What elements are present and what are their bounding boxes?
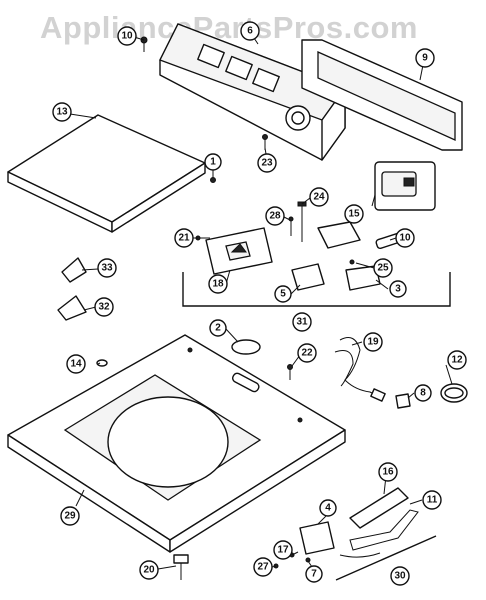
svg-text:5: 5 xyxy=(280,289,286,300)
callout-20: 20 xyxy=(139,560,159,580)
svg-text:30: 30 xyxy=(394,571,406,582)
clip-3-part xyxy=(345,265,381,291)
callout-6: 6 xyxy=(240,21,260,41)
switch-4-part xyxy=(299,521,335,555)
callout-1: 1 xyxy=(204,153,222,171)
svg-text:29: 29 xyxy=(64,511,76,522)
svg-text:2: 2 xyxy=(215,323,221,334)
hinge-2-part xyxy=(231,339,261,355)
svg-text:6: 6 xyxy=(247,26,253,37)
callout-10-top: 10 xyxy=(117,26,137,46)
svg-text:32: 32 xyxy=(98,302,110,313)
callout-32: 32 xyxy=(94,297,114,317)
callout-17: 17 xyxy=(273,540,293,560)
callout-25: 25 xyxy=(373,258,393,278)
callout-28: 28 xyxy=(265,206,285,226)
svg-text:7: 7 xyxy=(311,569,317,580)
group-31-bracket xyxy=(182,272,451,307)
callout-15: 15 xyxy=(344,204,364,224)
svg-text:17: 17 xyxy=(277,545,289,556)
svg-text:19: 19 xyxy=(367,337,379,348)
svg-text:11: 11 xyxy=(427,495,438,506)
svg-text:10: 10 xyxy=(399,233,411,244)
svg-text:28: 28 xyxy=(269,211,281,222)
leader-lines xyxy=(69,31,453,570)
rod-11-part xyxy=(349,509,419,551)
switch-block-part xyxy=(317,221,361,249)
bracket-16-part xyxy=(349,487,409,529)
bulb-14-part xyxy=(96,359,108,367)
svg-text:33: 33 xyxy=(101,263,113,274)
callout-18: 18 xyxy=(208,274,228,294)
callout-10: 10 xyxy=(395,228,415,248)
svg-text:22: 22 xyxy=(301,348,313,359)
power-cord-part xyxy=(334,337,386,402)
leveling-leg-20-part xyxy=(173,554,189,580)
svg-text:8: 8 xyxy=(420,388,426,399)
svg-text:21: 21 xyxy=(178,233,190,244)
callout-13: 13 xyxy=(52,102,72,122)
svg-text:1: 1 xyxy=(210,157,216,168)
svg-text:18: 18 xyxy=(212,279,224,290)
svg-text:9: 9 xyxy=(422,53,428,64)
lid-switch-part xyxy=(374,161,436,211)
foot-32-part xyxy=(57,295,87,321)
main-top-part xyxy=(7,334,346,553)
callout-21: 21 xyxy=(174,228,194,248)
callout-31: 31 xyxy=(292,312,312,332)
svg-text:15: 15 xyxy=(348,209,360,220)
svg-text:24: 24 xyxy=(313,192,325,203)
switch-5-part xyxy=(291,263,325,291)
svg-text:12: 12 xyxy=(451,355,463,366)
callout-12: 12 xyxy=(447,350,467,370)
callout-3: 3 xyxy=(389,280,407,298)
svg-text:14: 14 xyxy=(70,359,82,370)
screw-23-part xyxy=(262,134,268,150)
callout-27: 27 xyxy=(253,557,273,577)
watermark-text: AppliancePartsPros.com xyxy=(40,10,418,45)
svg-text:20: 20 xyxy=(143,565,155,576)
callout-2: 2 xyxy=(209,319,227,337)
bracket-18-part xyxy=(205,227,273,275)
callout-29: 29 xyxy=(60,506,80,526)
svg-text:16: 16 xyxy=(382,467,394,478)
screw-7-part xyxy=(305,557,311,563)
callout-8: 8 xyxy=(414,384,432,402)
lid-part xyxy=(7,114,206,233)
screw-22-part xyxy=(287,364,293,380)
knob-8-part xyxy=(395,393,411,409)
callout-23: 23 xyxy=(257,153,277,173)
callout-16: 16 xyxy=(378,462,398,482)
svg-text:23: 23 xyxy=(261,158,273,169)
callout-4: 4 xyxy=(319,499,337,517)
foot-33-part xyxy=(61,257,87,283)
callout-33: 33 xyxy=(97,258,117,278)
callout-9: 9 xyxy=(415,48,435,68)
callout-24: 24 xyxy=(309,187,329,207)
svg-text:10: 10 xyxy=(121,31,133,42)
callout-19: 19 xyxy=(363,332,383,352)
callout-5: 5 xyxy=(274,285,292,303)
callout-22: 22 xyxy=(297,343,317,363)
lid-pin-part xyxy=(210,177,216,183)
rod-30-part xyxy=(335,535,437,581)
svg-text:4: 4 xyxy=(325,503,331,514)
svg-text:25: 25 xyxy=(377,263,389,274)
callout-14: 14 xyxy=(66,354,86,374)
screw-25-part xyxy=(349,259,355,265)
callout-7: 7 xyxy=(305,565,323,583)
ring-12-part xyxy=(440,383,468,403)
svg-text:13: 13 xyxy=(56,107,68,118)
callout-11: 11 xyxy=(422,490,442,510)
console-trim-part xyxy=(301,39,463,151)
bolt-24-part xyxy=(297,201,307,242)
svg-text:31: 31 xyxy=(296,317,308,328)
svg-text:3: 3 xyxy=(395,284,401,295)
svg-text:27: 27 xyxy=(257,562,269,573)
callout-30: 30 xyxy=(390,566,410,586)
